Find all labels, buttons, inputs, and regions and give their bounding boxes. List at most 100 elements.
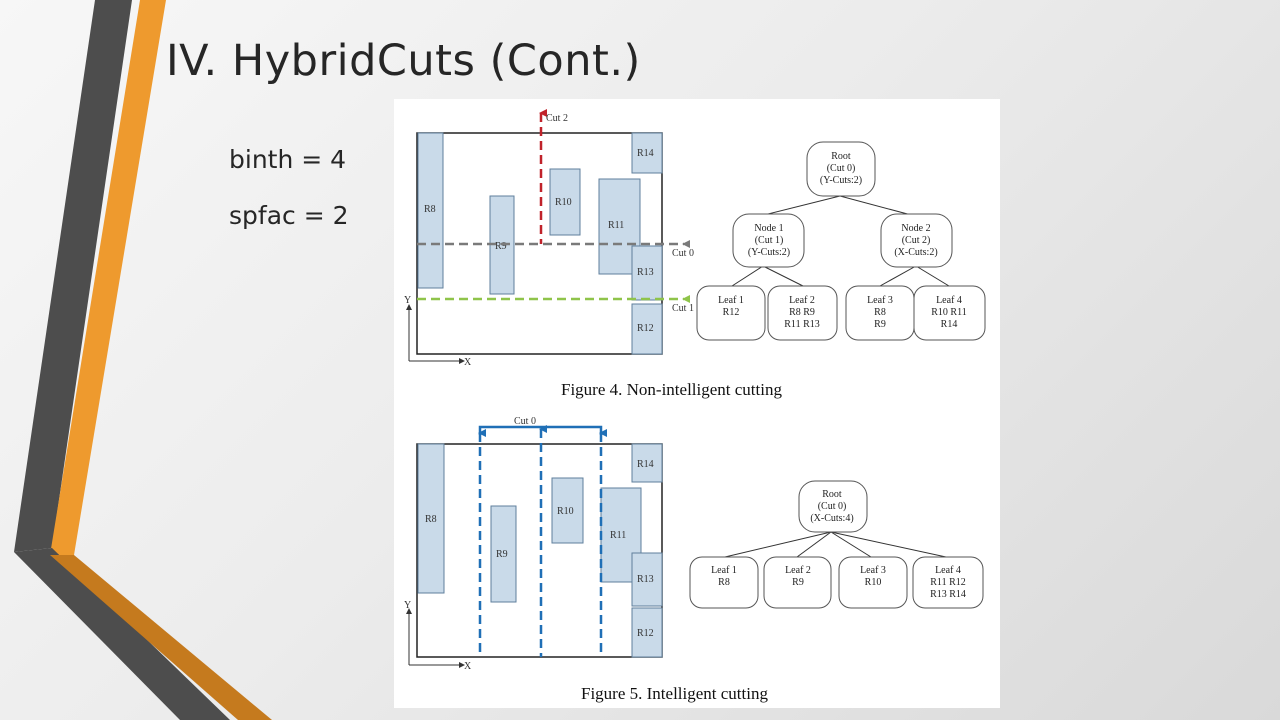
fig5-root-line1: Root (822, 489, 842, 500)
fig4-rule-R12 (631, 303, 663, 355)
fig4-label-R11: R11 (608, 220, 624, 231)
fig4-leaf2 (767, 285, 838, 341)
fig4-x-axis-label: X (464, 357, 472, 368)
fig5-cut0-label: Cut 0 (514, 416, 536, 427)
fig4-edge-node1-leaf2 (762, 265, 804, 287)
fig4-leaf3-line2: R8 (874, 307, 886, 318)
fig5-leaf2-line1: Leaf 2 (785, 565, 811, 576)
fig5-leaf4-line1: Leaf 4 (935, 565, 961, 576)
fig5-leaf3-line2: R10 (865, 577, 882, 588)
fig5-edge-root-leaf2 (796, 531, 832, 558)
fig4-cut1-label: Cut 1 (672, 303, 694, 314)
dark-stripe (14, 0, 132, 552)
orange-stripe-lower (50, 555, 272, 720)
fig4-rule-R14 (631, 132, 663, 174)
fig4-leaf1-line1: Leaf 1 (718, 295, 744, 306)
fig4-edge-root-node2 (839, 195, 916, 217)
fig4-leaf3-line1: Leaf 3 (867, 295, 893, 306)
fig4-rule-R8 (417, 132, 444, 289)
fig5-root-line2: (Cut 0) (818, 501, 847, 512)
fig4-leaf1-line2: R12 (723, 307, 740, 318)
fig5-leaf2 (763, 556, 832, 609)
fig5-label-R12: R12 (637, 628, 654, 639)
fig4-label-R13: R13 (637, 267, 654, 278)
fig5-rule-R9 (490, 505, 517, 603)
orange-stripe (50, 0, 166, 555)
fig4-leaf4-line3: R14 (941, 319, 958, 330)
fig5-label-R11: R11 (610, 530, 626, 541)
fig4-leaf2-line2: R8 R9 (789, 307, 815, 318)
fig5-leaf1 (689, 556, 759, 609)
fig5-frame (416, 443, 663, 658)
fig5-label-R10: R10 (557, 506, 574, 517)
fig5-y-axis-label: Y (404, 600, 411, 611)
fig4-node1-line1: Node 1 (754, 223, 783, 234)
fig5-caption: Figure 5. Intelligent cutting (581, 684, 768, 703)
fig5-label-R9: R9 (496, 549, 508, 560)
param-binth: binth = 4 (229, 145, 347, 174)
fig4-leaf4-line2: R10 R11 (931, 307, 966, 318)
fig4-root-line2: (Cut 0) (827, 163, 856, 174)
fig5-rule-R13 (631, 552, 663, 607)
fig4-node2-line1: Node 2 (901, 223, 930, 234)
fig5-label-R13: R13 (637, 574, 654, 585)
fig5-leaf4 (912, 556, 984, 609)
dark-stripe-lower (14, 548, 230, 720)
fig5-edge-root-leaf4 (830, 531, 947, 558)
fig4-node-node2 (880, 213, 953, 268)
fig4-cut2-label: Cut 2 (546, 113, 568, 124)
figure-panel: R8 R9 R10 R11 R14 R13 R12 Cut 2 Cut 0 Cu… (394, 99, 1000, 708)
fig4-leaf1 (696, 285, 766, 341)
fig4-node-node1 (732, 213, 805, 268)
decorative-stripes (14, 0, 272, 720)
fig5-leaf4-line2: R11 R12 (930, 577, 965, 588)
fig4-leaf2-line3: R11 R13 (784, 319, 819, 330)
fig4-leaf4-line1: Leaf 4 (936, 295, 962, 306)
fig4-edge-node2-leaf4 (915, 265, 950, 287)
fig4-label-R10: R10 (555, 197, 572, 208)
fig4-label-R12: R12 (637, 323, 654, 334)
fig4-leaf3-line3: R9 (874, 319, 886, 330)
fig4-node-root (806, 141, 876, 197)
fig4-edge-root-node1 (759, 195, 841, 217)
fig5-edge-root-leaf3 (830, 531, 872, 558)
fig5-label-R14: R14 (637, 459, 654, 470)
fig5-leaf1-line2: R8 (718, 577, 730, 588)
fig4-label-R9: R9 (495, 241, 507, 252)
fig4-node2-line2: (Cut 2) (902, 235, 931, 246)
figure5-diagram: R8 R9 R10 R11 R14 R13 R12 Cut 0 Y X Root… (404, 416, 984, 703)
fig5-root-line3: (X-Cuts:4) (810, 513, 853, 524)
fig4-label-R8: R8 (424, 204, 436, 215)
fig4-root-line3: (Y-Cuts:2) (820, 175, 862, 186)
figure4-diagram: R8 R9 R10 R11 R14 R13 R12 Cut 2 Cut 0 Cu… (404, 109, 986, 399)
fig4-node1-line3: (Y-Cuts:2) (748, 247, 790, 258)
fig5-rule-R10 (551, 477, 584, 544)
fig5-rule-R14 (631, 443, 663, 483)
fig4-edge-node2-leaf3 (879, 265, 917, 287)
fig5-leaf4-line3: R13 R14 (930, 589, 966, 600)
fig4-node2-line3: (X-Cuts:2) (894, 247, 937, 258)
fig4-cut0-label: Cut 0 (672, 248, 694, 259)
fig4-label-R14: R14 (637, 148, 654, 159)
fig4-leaf4 (913, 285, 986, 341)
fig4-edge-node1-leaf1 (731, 265, 764, 287)
fig4-root-line1: Root (831, 151, 851, 162)
fig4-y-axis-label: Y (404, 295, 411, 306)
fig5-edge-root-leaf1 (724, 531, 832, 558)
fig4-leaf2-line1: Leaf 2 (789, 295, 815, 306)
param-spfac: spfac = 2 (229, 201, 349, 230)
fig5-node-root (798, 480, 868, 533)
fig5-rule-R8 (417, 443, 445, 594)
fig5-leaf1-line1: Leaf 1 (711, 565, 737, 576)
fig5-leaf3 (838, 556, 908, 609)
figures-svg: R8 R9 R10 R11 R14 R13 R12 Cut 2 Cut 0 Cu… (404, 109, 986, 703)
fig5-label-R8: R8 (425, 514, 437, 525)
fig4-caption: Figure 4. Non-intelligent cutting (561, 380, 782, 399)
fig4-node1-line2: (Cut 1) (755, 235, 784, 246)
slide-title: IV. HybridCuts (Cont.) (166, 36, 641, 86)
fig5-rule-R12 (631, 607, 663, 658)
fig5-leaf3-line1: Leaf 3 (860, 565, 886, 576)
fig4-rule-R10 (549, 168, 581, 236)
fig5-x-axis-label: X (464, 661, 472, 672)
fig5-leaf2-line2: R9 (792, 577, 804, 588)
